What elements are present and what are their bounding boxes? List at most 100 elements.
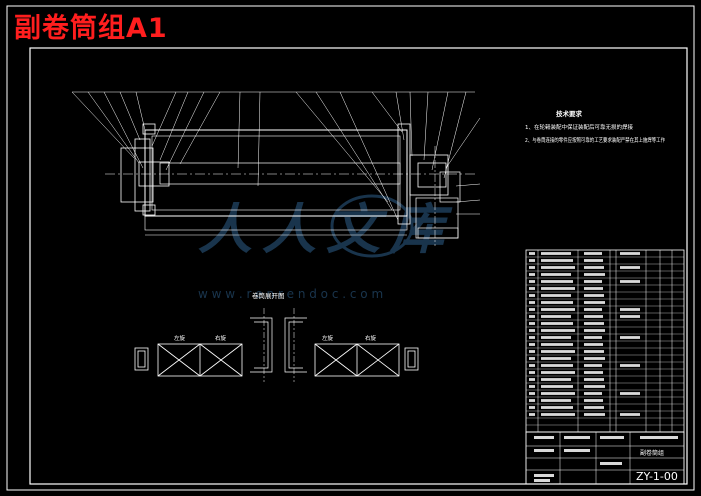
drum-assembly-view[interactable] xyxy=(71,91,481,246)
right-hub-body xyxy=(409,154,449,196)
bom-cell-mark xyxy=(620,266,640,269)
bom-cell-mark xyxy=(541,287,575,290)
bom-cell-mark xyxy=(541,266,575,269)
bom-cell-mark xyxy=(541,350,575,353)
bom-cell-mark xyxy=(529,364,535,367)
bom-cell-mark xyxy=(541,336,571,339)
drawing-number: ZY-1-00 xyxy=(636,470,678,483)
bom-cell-mark xyxy=(529,399,535,402)
right-base-foot xyxy=(417,227,459,239)
assembly-name: 副卷筒组 xyxy=(640,449,664,457)
bom-cell-mark xyxy=(529,385,535,388)
bom-cell-mark xyxy=(529,357,535,360)
bom-cell-mark xyxy=(529,308,535,311)
bom-cell-mark xyxy=(529,392,535,395)
title-block[interactable]: 副卷筒组 ZY-1-00 xyxy=(525,431,685,485)
bom-cell-mark xyxy=(541,315,571,318)
right-hub-core xyxy=(417,162,447,188)
bom-cell-mark xyxy=(529,371,535,374)
left-hub-core xyxy=(138,161,170,187)
watermark: 人人文库 w w w . r e n r e n d o c . c o m xyxy=(198,194,444,301)
bom-cell-mark xyxy=(584,399,603,402)
bom-cell-mark xyxy=(541,378,571,381)
drum-lower-skirt xyxy=(144,215,408,231)
bom-cell-mark xyxy=(529,315,535,318)
bom-cell-mark xyxy=(584,287,603,290)
bom-cell-mark xyxy=(620,315,640,318)
bom-cell-mark xyxy=(620,280,640,283)
left-hub-flange xyxy=(134,138,151,212)
bom-cell-mark xyxy=(584,406,604,409)
bom-cell-mark xyxy=(529,301,535,304)
bom-cell-mark xyxy=(584,301,605,304)
section-view-label: 卷筒展开图 xyxy=(252,291,285,300)
shaft xyxy=(159,162,401,185)
bom-cell-mark xyxy=(529,252,535,255)
bom-cell-mark xyxy=(541,252,571,255)
bom-cell-mark xyxy=(584,315,603,318)
bom-cell-mark xyxy=(541,308,575,311)
bom-row-content xyxy=(529,252,640,416)
bom-cell-mark xyxy=(529,287,535,290)
bom-cell-mark xyxy=(584,357,605,360)
tech-requirements: 技术要求 1、在轮毂装配中保证装配后可靠无损的焊接 2、与卷筒连接的零件应按照可… xyxy=(525,109,665,144)
watermark-ring xyxy=(330,194,414,258)
bom-cell-mark xyxy=(584,385,605,388)
tech-requirement-1: 1、在轮毂装配中保证装配后可靠无损的焊接 xyxy=(525,123,634,131)
bom-cell-mark xyxy=(584,322,604,325)
bom-table[interactable] xyxy=(525,249,685,433)
bom-cell-mark xyxy=(541,371,575,374)
tech-requirement-2: 2、与卷筒连接的零件应按照可靠的工艺要求装配严禁在其上施焊等工作 xyxy=(525,136,665,144)
bom-cell-mark xyxy=(584,378,604,381)
drum-development-view[interactable]: 卷筒展开图 左旋 右旋 xyxy=(134,291,419,382)
bom-cell-mark xyxy=(584,343,603,346)
bom-cell-mark xyxy=(541,322,573,325)
bom-cell-mark xyxy=(529,273,535,276)
bom-cell-mark xyxy=(584,413,605,416)
bom-cell-mark xyxy=(584,371,603,374)
bom-cell-mark xyxy=(584,294,604,297)
bom-cell-mark xyxy=(541,329,575,332)
bom-cell-mark xyxy=(541,357,571,360)
bom-cell-mark xyxy=(620,413,640,416)
left-development xyxy=(134,343,243,377)
bom-cell-mark xyxy=(529,280,535,283)
bom-cell-mark xyxy=(541,294,571,297)
bom-cell-mark xyxy=(541,273,571,276)
right-shaft-end xyxy=(439,171,461,203)
rope-groove-detail xyxy=(250,308,307,382)
bom-cell-mark xyxy=(541,392,575,395)
left-bearing xyxy=(142,123,156,135)
bom-cell-mark xyxy=(620,308,640,311)
bom-cell-mark xyxy=(529,378,535,381)
bom-cell-mark xyxy=(529,413,535,416)
bom-cell-mark xyxy=(620,252,640,255)
bom-cell-mark xyxy=(541,301,573,304)
bom-cell-mark xyxy=(529,350,535,353)
bom-cell-mark xyxy=(541,385,573,388)
left-bearing-bottom xyxy=(142,204,156,216)
left-hub-outer xyxy=(120,147,154,203)
part-leaders xyxy=(71,91,481,221)
sheet-outer-frame xyxy=(6,5,695,491)
bom-rows xyxy=(526,256,684,426)
bom-cell-mark xyxy=(541,259,573,262)
bom-cell-mark xyxy=(529,336,535,339)
bom-cell-mark xyxy=(584,273,605,276)
bom-cell-mark xyxy=(584,336,602,339)
watermark-url: w w w . r e n r e n d o c . c o m xyxy=(198,287,383,301)
bom-cell-mark xyxy=(529,343,535,346)
bom-cell-mark xyxy=(541,343,573,346)
bom-cell-mark xyxy=(584,364,602,367)
bom-cell-mark xyxy=(584,252,602,255)
bom-cell-mark xyxy=(620,336,640,339)
page-title: 副卷筒组A1 xyxy=(14,13,168,44)
bom-cell-mark xyxy=(584,280,602,283)
bom-cell-mark xyxy=(529,322,535,325)
bom-cell-mark xyxy=(529,329,535,332)
right-development xyxy=(314,343,419,377)
bom-cell-mark xyxy=(541,413,575,416)
left-direction-label-1: 左旋 xyxy=(174,334,186,342)
